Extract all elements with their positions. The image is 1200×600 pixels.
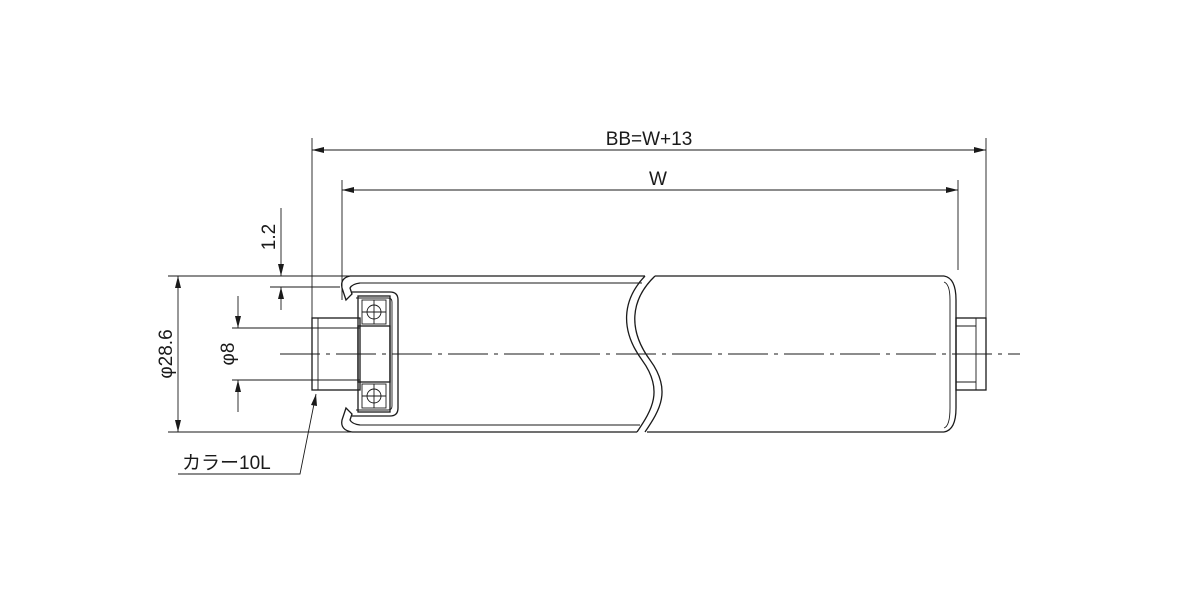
- dimension-shaft-diameter: φ8: [218, 296, 312, 412]
- width-label: W: [649, 169, 667, 190]
- outer-diameter-label: φ28.6: [156, 329, 177, 378]
- collar-leader: カラー10L: [178, 393, 317, 475]
- dimension-wall-thickness: 1.2: [259, 208, 340, 310]
- shaft-diameter-label: φ8: [218, 343, 239, 366]
- dimension-width: W: [341, 169, 959, 300]
- collar-label: カラー10L: [182, 453, 271, 474]
- dimension-overall-length: BB=W+13: [311, 129, 987, 318]
- dimension-outer-diameter: φ28.6: [156, 275, 352, 433]
- wall-thickness-label: 1.2: [259, 224, 280, 250]
- overall-length-label: BB=W+13: [606, 129, 693, 150]
